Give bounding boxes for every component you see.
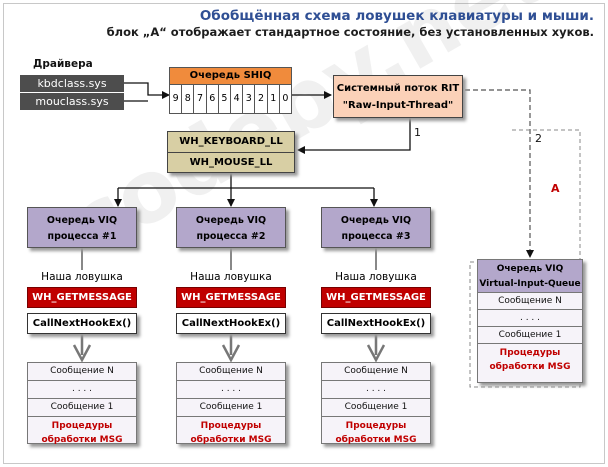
driver-to-shiq-line xyxy=(124,82,170,99)
hook-keyboard-ll: WH_KEYBOARD_LL xyxy=(179,136,283,147)
message-item: Сообщение N xyxy=(322,363,430,381)
diagram-subtitle: блок „A“ отображает стандартное состояни… xyxy=(106,25,594,39)
message-stack-3: Сообщение N . . . . Сообщение 1 Процедур… xyxy=(321,362,431,447)
getmessage-hook-1: WH_GETMESSAGE xyxy=(27,287,137,308)
message-item: Сообщение 1 xyxy=(177,399,285,417)
message-item: Сообщение 1 xyxy=(322,399,430,417)
shiq-cell: 3 xyxy=(243,85,256,113)
message-item: . . . . xyxy=(478,310,582,327)
shiq-cells: 9 8 7 6 5 4 3 2 1 0 xyxy=(169,85,292,114)
rit-subtitle: "Raw-Input-Thread" xyxy=(342,100,454,111)
driver-kbdclass: kbdclass.sys xyxy=(20,75,124,92)
ll-hooks-box: WH_KEYBOARD_LL WH_MOUSE_LL xyxy=(167,131,295,173)
msg-proc-line1: Процедуры xyxy=(499,348,561,358)
proc3-down-arrow xyxy=(366,333,386,363)
viq-subtitle: процесса #3 xyxy=(341,231,411,242)
shiq-cell: 1 xyxy=(268,85,280,113)
message-item: Сообщение N xyxy=(478,293,582,310)
path-label-1: 1 xyxy=(414,126,421,139)
viq-default-head: Очередь VIQ Virtual-Input-Queue xyxy=(478,260,582,293)
block-a-bracket xyxy=(469,129,581,388)
message-item: Сообщение 1 xyxy=(28,399,136,417)
rit-thread: Системный поток RIT "Raw-Input-Thread" xyxy=(333,75,463,118)
message-item: . . . . xyxy=(177,381,285,399)
shiq-cell: 5 xyxy=(219,85,232,113)
message-stack-2: Сообщение N . . . . Сообщение 1 Процедур… xyxy=(176,362,286,447)
our-hook-label-2: Наша ловушка xyxy=(190,271,272,283)
rit-title: Системный поток RIT xyxy=(336,83,460,94)
msg-proc-line2: обработки MSG xyxy=(489,362,571,372)
message-item: Сообщение N xyxy=(177,363,285,381)
proc2-down-arrow xyxy=(221,333,241,363)
shiq-cell: 7 xyxy=(194,85,207,113)
msg-proc-line1: Процедуры xyxy=(345,421,407,431)
getmessage-hook-3: WH_GETMESSAGE xyxy=(321,287,431,308)
rit-to-default-viq-dashed xyxy=(465,89,534,258)
callnexthook-3: CallNextHookEx() xyxy=(321,313,431,334)
our-hook-label-1: Наша ловушка xyxy=(41,271,123,283)
shiq-cell: 8 xyxy=(182,85,195,113)
msg-proc-line2: обработки MSG xyxy=(335,435,417,445)
driver-mouclass: mouclass.sys xyxy=(20,93,124,110)
viq-subtitle: процесса #1 xyxy=(47,231,117,242)
our-hook-label-3: Наша ловушка xyxy=(335,271,417,283)
shiq-cell: 4 xyxy=(231,85,244,113)
msg-proc-line1: Процедуры xyxy=(51,421,113,431)
hook-mouse-ll: WH_MOUSE_LL xyxy=(168,152,294,173)
shiq-cell: 6 xyxy=(207,85,219,113)
diagram-frame xyxy=(3,3,605,464)
msg-proc-label: Процедуры обработки MSG xyxy=(478,344,582,374)
llhooks-to-viq-tree xyxy=(118,172,374,189)
viq-title: Очередь VIQ xyxy=(340,215,412,226)
proc1-down-arrow xyxy=(72,333,92,363)
callnexthook-1: CallNextHookEx() xyxy=(27,313,137,334)
rit-to-llhooks-arrow xyxy=(297,118,411,154)
message-item: Сообщение N xyxy=(28,363,136,381)
viq-process-2: Очередь VIQ процесса #2 xyxy=(176,207,286,248)
msg-proc-line2: обработки MSG xyxy=(190,435,272,445)
viq-process-1: Очередь VIQ процесса #1 xyxy=(27,207,137,248)
viq-default: Очередь VIQ Virtual-Input-Queue Сообщени… xyxy=(477,259,583,383)
viq-title: Очередь VIQ xyxy=(46,215,118,226)
drivers-label: Драйвера xyxy=(33,58,93,70)
message-stack-1: Сообщение N . . . . Сообщение 1 Процедур… xyxy=(27,362,137,447)
shiq-queue: Очередь SHIQ 9 8 7 6 5 4 3 2 1 0 xyxy=(169,67,292,114)
viq-default-title: Очередь VIQ xyxy=(496,264,564,274)
viq-title: Очередь VIQ xyxy=(195,215,267,226)
callnexthook-2: CallNextHookEx() xyxy=(176,313,286,334)
diagram-title: Обобщённая схема ловушек клавиатуры и мы… xyxy=(199,8,594,24)
viq-subtitle: процесса #2 xyxy=(196,231,266,242)
viq-default-subtitle: Virtual-Input-Queue xyxy=(479,279,581,289)
msg-proc-line1: Процедуры xyxy=(200,421,262,431)
message-item: Сообщение 1 xyxy=(478,327,582,344)
block-a-label: A xyxy=(551,182,560,195)
message-item: . . . . xyxy=(322,381,430,399)
getmessage-hook-2: WH_GETMESSAGE xyxy=(176,287,286,308)
shiq-label: Очередь SHIQ xyxy=(169,67,292,85)
msg-proc-label: Процедуры обработки MSG xyxy=(322,417,430,447)
viq-process-3: Очередь VIQ процесса #3 xyxy=(321,207,431,248)
shiq-cell: 0 xyxy=(282,93,289,104)
shiq-cell: 9 xyxy=(170,85,183,113)
msg-proc-line2: обработки MSG xyxy=(41,435,123,445)
path-label-2: 2 xyxy=(535,132,542,145)
message-item: . . . . xyxy=(28,381,136,399)
shiq-cell: 2 xyxy=(255,85,268,113)
msg-proc-label: Процедуры обработки MSG xyxy=(177,417,285,447)
msg-proc-label: Процедуры обработки MSG xyxy=(28,417,136,447)
